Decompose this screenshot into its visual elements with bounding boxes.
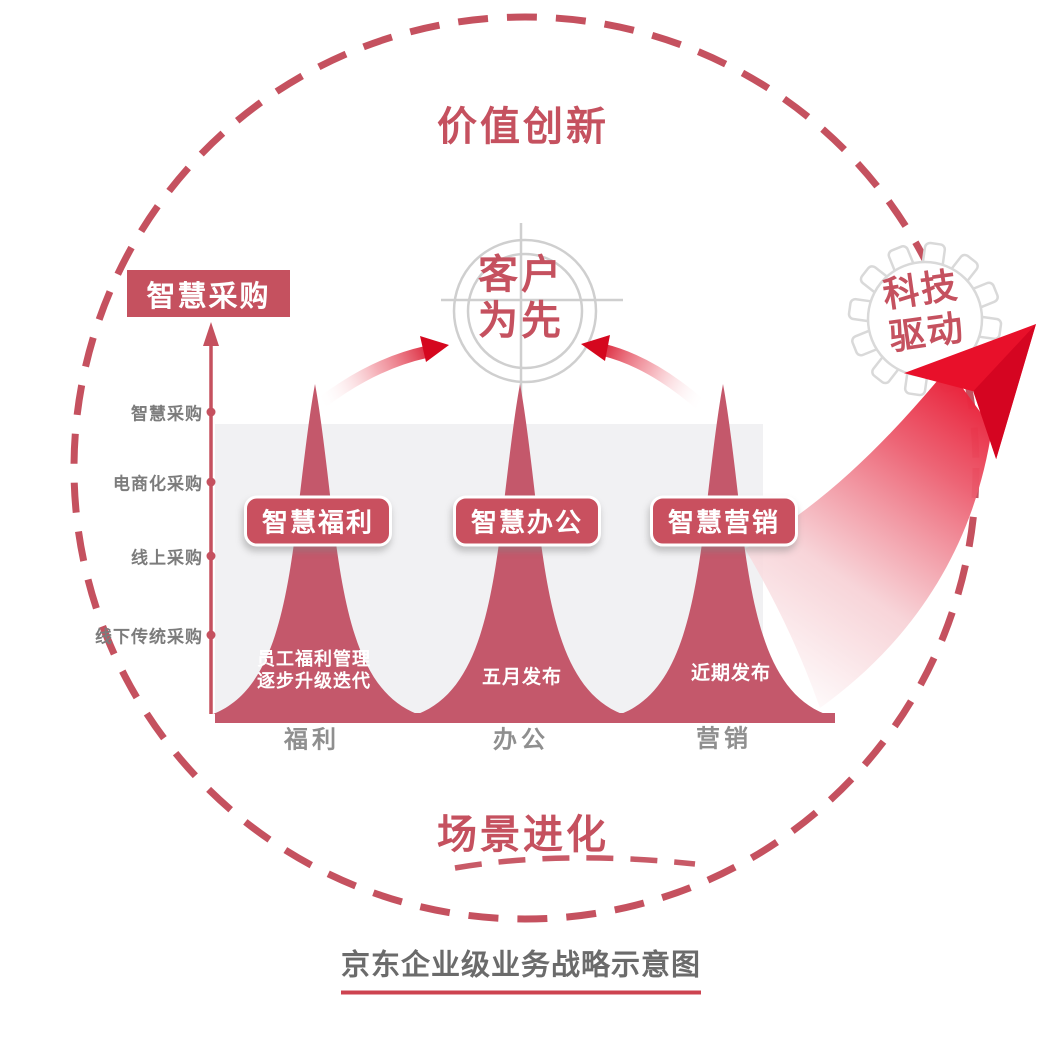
peak-office <box>418 384 622 714</box>
note-welfare-line1: 员工福利管理 <box>257 649 371 670</box>
target-icon <box>441 223 623 404</box>
note-office: 五月发布 <box>481 666 563 688</box>
dashed-stray-arc <box>454 855 696 871</box>
x-label-welfare: 福利 <box>284 725 340 754</box>
y-axis <box>203 322 219 714</box>
note-welfare: 员工福利管理 逐步升级迭代 <box>257 649 371 693</box>
tech-driven-text: 科技 驱动 <box>880 264 968 360</box>
y-axis-title: 智慧采购 <box>127 270 290 317</box>
y-axis-level-ecommerce: 电商化采购 <box>113 474 203 495</box>
convergence-arrow-left-icon <box>316 336 449 409</box>
y-axis-level-offline: 线下传统采购 <box>95 627 203 648</box>
peak-welfare <box>213 384 417 714</box>
baseline-band <box>215 713 835 723</box>
pill-smart-office: 智慧办公 <box>452 495 602 547</box>
axis-arrow-icon <box>203 322 219 346</box>
peak-shapes <box>213 384 835 723</box>
x-label-marketing: 营销 <box>696 724 752 753</box>
growth-arrow-swoosh <box>745 368 992 708</box>
y-axis-level-smart: 智慧采购 <box>131 404 203 425</box>
x-label-office: 办公 <box>493 725 549 754</box>
customer-first-line1: 客户 <box>478 252 564 298</box>
growth-arrow-head-icon <box>903 324 1036 460</box>
value-innovation-label: 价值创新 <box>437 104 609 150</box>
note-welfare-line2: 逐步升级迭代 <box>257 671 371 692</box>
peak-marketing <box>621 384 825 714</box>
pill-smart-marketing: 智慧营销 <box>649 495 799 547</box>
note-marketing: 近期发布 <box>690 662 772 684</box>
y-axis-level-online: 线上采购 <box>131 548 203 569</box>
pill-smart-welfare: 智慧福利 <box>243 495 393 547</box>
customer-first-text: 客户 为先 <box>478 252 564 344</box>
customer-first-line2: 为先 <box>478 298 564 344</box>
caption: 京东企业级业务战略示意图 <box>340 942 702 995</box>
scene-evolution-label: 场景进化 <box>437 812 609 858</box>
convergence-arrow-right-icon <box>581 335 706 411</box>
